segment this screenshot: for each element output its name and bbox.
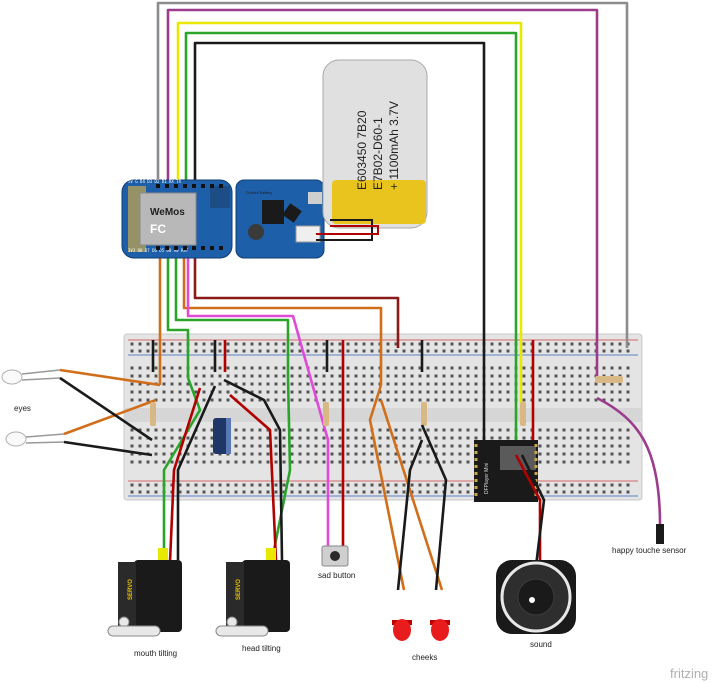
servo-head: SERVO — [215, 560, 290, 637]
wire-gray — [156, 1, 629, 348]
wire-purple — [166, 8, 599, 380]
wire-green-head — [174, 255, 290, 378]
servo-connector-2 — [266, 548, 276, 562]
cheek-led-right — [430, 619, 450, 641]
speaker — [496, 560, 576, 634]
touch-sensor-wire — [596, 396, 664, 544]
speaker-wires — [514, 454, 546, 567]
head-tilting-label: head tilting — [242, 644, 281, 653]
lipo-battery: E603450 7B20 E7B02-D60-1 + 1100mAh 3.7V — [316, 59, 428, 241]
eyes-label: eyes — [14, 404, 31, 413]
servo-head-label: SERVO — [236, 579, 242, 600]
servo-mouth-label: SERVO — [128, 579, 134, 600]
wire-group-bottom — [151, 255, 535, 548]
cheek-led-left — [392, 619, 412, 641]
breadboard-holes — [130, 342, 630, 494]
sad-button-label: sad button — [318, 571, 355, 580]
eye-wires — [59, 368, 161, 457]
wire-black-top — [193, 41, 486, 440]
servo-connector-1 — [158, 548, 168, 562]
wire-green-mouth — [166, 255, 190, 378]
wemos-top-pin-labels: 5V G D4 D3 D2 D1 RX TX — [128, 179, 182, 184]
dfplayer-label: DFPlayer Mini — [484, 463, 490, 494]
battery-text-line-3: + 1100mAh 3.7V — [387, 101, 401, 190]
wemos-brand-label: WeMos — [150, 207, 185, 218]
cheek-wires — [368, 384, 448, 591]
fc-mark: FC — [150, 222, 166, 236]
touch-sensor-label: happy touche sensor — [612, 546, 687, 555]
capacitor — [213, 418, 231, 454]
fritzing-watermark: fritzing — [670, 666, 708, 681]
wemos-pins — [156, 184, 223, 250]
wire-green — [184, 31, 518, 440]
servo-wires — [162, 377, 292, 563]
resistors — [150, 376, 623, 426]
sad-button[interactable] — [321, 372, 349, 567]
battery-text-line-1: E603450 7B20 — [355, 110, 369, 190]
wire-orange-cheek — [182, 255, 383, 385]
wemos-bottom-pin-labels: 3V3 D8 D7 D6 D5 D0 A0 RST — [128, 248, 189, 253]
wemos-d1-mini: WeMos FC 5V G D4 D3 D2 D1 RX TX 3V3 D8 D… — [121, 179, 233, 259]
wire-darkred — [193, 255, 400, 348]
eye-led-top — [1, 369, 61, 385]
breadboard — [123, 333, 643, 501]
eye-led-bottom — [5, 431, 65, 447]
dfplayer-mini: DFPlayer Mini — [474, 440, 538, 502]
sound-label: sound — [530, 640, 552, 649]
battery-shield: D1mini Battery — [235, 179, 325, 259]
wire-group-top — [156, 1, 629, 440]
wire-magenta — [186, 255, 330, 548]
servo-mouth: SERVO — [107, 560, 182, 637]
mouth-tilting-label: mouth tilting — [134, 649, 177, 658]
cheeks-label: cheeks — [412, 653, 437, 662]
shield-label: D1mini Battery — [246, 190, 272, 195]
battery-text-line-2: E7B02-D60-1 — [371, 117, 385, 190]
wire-yellow — [176, 21, 523, 420]
